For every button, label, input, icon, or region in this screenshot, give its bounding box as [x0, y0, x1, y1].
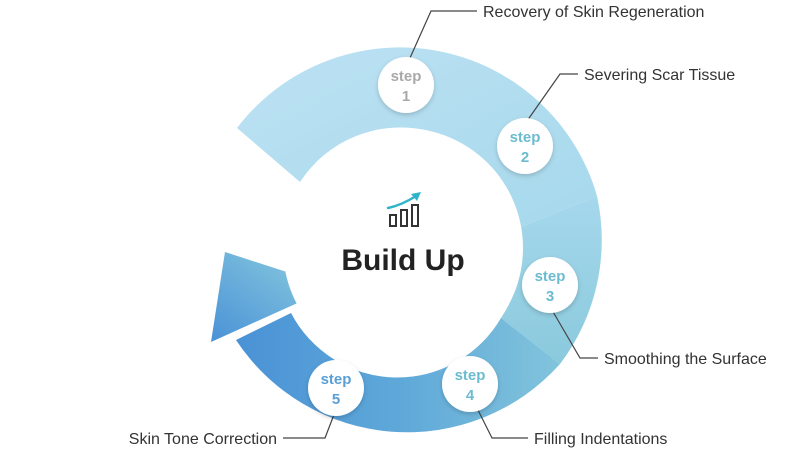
step-5-word: step	[321, 371, 352, 388]
ring-arrowhead	[211, 252, 333, 342]
step-1-label: Recovery of Skin Regeneration	[483, 4, 704, 21]
step-4-word: step	[455, 367, 486, 384]
step-4-number: 4	[466, 387, 475, 404]
diagram-title: Build Up	[341, 244, 464, 277]
leader-line-step-5	[283, 411, 336, 439]
step-2-label: Severing Scar Tissue	[584, 67, 735, 84]
step-1-node: step 1	[378, 57, 434, 113]
step-3-label: Smoothing the Surface	[604, 351, 767, 368]
step-1-word: step	[391, 68, 422, 85]
step-1-number: 1	[402, 88, 410, 105]
center-disc	[283, 128, 523, 368]
step-2-word: step	[510, 129, 541, 146]
leader-line-step-3	[551, 309, 598, 359]
step-2-number: 2	[521, 149, 529, 166]
step-5-number: 5	[332, 391, 340, 408]
leader-line-step-1	[409, 10, 477, 59]
bar-chart-growth-icon	[386, 192, 421, 227]
step-4-node: step 4	[442, 356, 498, 412]
ring-segment-top	[237, 47, 597, 228]
step-3-number: 3	[546, 288, 554, 305]
leader-line-step-4	[474, 403, 528, 439]
step-5-label: Skin Tone Correction	[129, 431, 277, 448]
leader-line-step-2	[526, 73, 578, 122]
step-3-node: step 3	[522, 257, 578, 313]
step-2-node: step 2	[497, 118, 553, 174]
step-5-node: step 5	[308, 360, 364, 416]
step-3-word: step	[535, 268, 566, 285]
leader-lines	[283, 10, 598, 439]
step-4-label: Filling Indentations	[534, 431, 667, 448]
